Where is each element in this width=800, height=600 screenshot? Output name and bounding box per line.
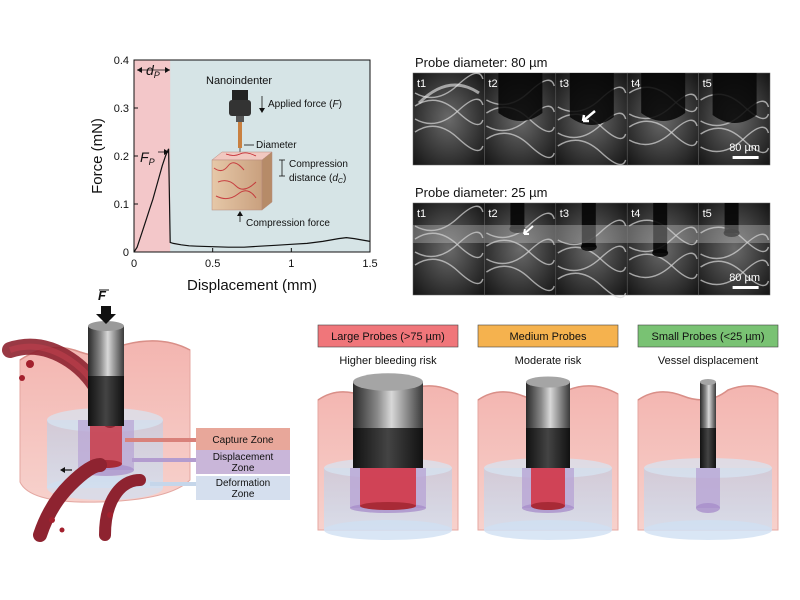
force-arrow-icon bbox=[96, 306, 116, 324]
probe-title: Large Probes (>75 µm) bbox=[331, 331, 445, 343]
displacement-arrow-icon bbox=[60, 467, 65, 473]
micrograph-row-25um: t1 t2 t3 t4 t5 80 µm bbox=[412, 202, 771, 299]
axis-ticks: 0 0.5 1 1.5 0 0.1 0.2 0.3 0.4 bbox=[114, 55, 378, 270]
frame-label: t1 bbox=[417, 208, 426, 220]
probe-cylinder bbox=[526, 382, 570, 428]
y-tick-label: 0.2 bbox=[114, 151, 129, 163]
micrograph-frame: t4 bbox=[626, 202, 699, 296]
capture-zone-shape bbox=[90, 420, 122, 464]
blood-vessel-lower bbox=[33, 458, 107, 542]
frame-label: t2 bbox=[488, 78, 497, 90]
row1-title: Probe diameter: 80 µm bbox=[415, 55, 548, 70]
nanoindenter-label: Nanoindenter bbox=[206, 75, 272, 87]
micrograph-frame: t3 bbox=[555, 202, 628, 299]
probe-cylinder bbox=[700, 382, 716, 428]
applied-force-arrow-icon bbox=[259, 108, 265, 113]
zone-label-box bbox=[196, 428, 290, 450]
zone-label-box bbox=[196, 476, 290, 500]
displacement-zone-shape bbox=[696, 468, 720, 508]
probe-title-box bbox=[637, 324, 779, 348]
micrograph-frame: t5 80 µm bbox=[698, 72, 771, 166]
compression-label-1: Compression bbox=[289, 159, 348, 170]
micrograph-frame: t1 bbox=[412, 202, 485, 296]
y-tick-label: 0 bbox=[123, 247, 129, 259]
x-tick-label: 1.5 bbox=[362, 258, 377, 270]
probe-caption: Higher bleeding risk bbox=[339, 355, 437, 367]
probe-panel: Large Probes (>75 µm) Higher bleeding ris… bbox=[317, 324, 459, 540]
nanoindenter-inset: Nanoindenter Applied force (F) Diameter … bbox=[206, 75, 348, 229]
scale-bar-label: 80 µm bbox=[729, 142, 760, 154]
x-tick-label: 0 bbox=[131, 258, 137, 270]
y-tick-label: 0.1 bbox=[114, 199, 129, 211]
micrograph-frame: t5 80 µm bbox=[698, 202, 771, 296]
row2-title: Probe diameter: 25 µm bbox=[415, 185, 548, 200]
frame-label: t1 bbox=[417, 78, 426, 90]
probe-caption: Moderate risk bbox=[515, 355, 582, 367]
y-tick-label: 0.4 bbox=[114, 55, 129, 67]
frame-label: t4 bbox=[631, 78, 640, 90]
fp-label: FP bbox=[140, 149, 155, 167]
dp-annotation: dP bbox=[137, 62, 170, 80]
zone-label-text: Capture Zone bbox=[212, 435, 274, 446]
micrograph-frame: t4 bbox=[626, 72, 699, 166]
force-label: F bbox=[98, 288, 107, 303]
probe-panel: Small Probes (<25 µm) Vessel displacement bbox=[637, 324, 779, 540]
scale-bar bbox=[732, 286, 759, 289]
plot-frame bbox=[133, 59, 371, 253]
probe-comparison: Large Probes (>75 µm) Higher bleeding ris… bbox=[317, 324, 779, 540]
series-line bbox=[133, 148, 371, 253]
probe-shaft bbox=[238, 122, 242, 148]
micrograph-frame: t2 bbox=[484, 202, 557, 296]
micrograph-frame: t3 bbox=[555, 72, 628, 166]
dp-label: dP bbox=[146, 62, 160, 80]
scale-bar bbox=[732, 156, 759, 159]
micrograph-frame: t1 bbox=[412, 72, 485, 166]
frame-label: t5 bbox=[703, 78, 712, 90]
frame-label: t2 bbox=[488, 208, 497, 220]
white-arrow-icon bbox=[523, 225, 534, 235]
force-displacement-chart: 0 0.5 1 1.5 0 0.1 0.2 0.3 0.4 dP FP Displacement… bbox=[89, 55, 378, 294]
dp-shaded-region bbox=[134, 60, 171, 252]
scale-bar-label: 80 µm bbox=[729, 272, 760, 284]
fp-annotation: FP bbox=[140, 149, 169, 167]
micrograph-panel: Probe diameter: 80 µm Probe diameter: 25… bbox=[412, 55, 771, 299]
frame-label: t4 bbox=[631, 208, 640, 220]
white-arrow-icon bbox=[581, 110, 596, 123]
micrograph-frame: t2 bbox=[484, 72, 557, 166]
diameter-label: Diameter bbox=[256, 140, 297, 151]
nanoindenter-head-icon bbox=[232, 90, 248, 102]
probe-title-box bbox=[317, 324, 459, 348]
x-tick-label: 0.5 bbox=[205, 258, 220, 270]
probe-title: Medium Probes bbox=[509, 331, 587, 343]
x-tick-label: 1 bbox=[288, 258, 294, 270]
compression-label-2: distance (dC) bbox=[289, 173, 346, 185]
zone-label-box bbox=[196, 450, 290, 474]
x-axis-title: Displacement (mm) bbox=[187, 277, 317, 294]
y-tick-label: 0.3 bbox=[114, 103, 129, 115]
applied-force-label: Applied force (F) bbox=[268, 99, 342, 110]
frame-label: t5 bbox=[703, 208, 712, 220]
compression-force-arrow-icon bbox=[237, 211, 243, 216]
y-axis-title: Force (mN) bbox=[89, 118, 106, 194]
probe-caption: Vessel displacement bbox=[658, 355, 758, 367]
probe-title: Small Probes (<25 µm) bbox=[651, 331, 764, 343]
probe-title-box bbox=[477, 324, 619, 348]
frame-label: t3 bbox=[560, 208, 569, 220]
micrograph-row-80um: t1 t2 t3 t4 t5 80 µm bbox=[412, 72, 771, 166]
compression-force-label: Compression force bbox=[246, 218, 330, 229]
frame-label: t3 bbox=[560, 78, 569, 90]
